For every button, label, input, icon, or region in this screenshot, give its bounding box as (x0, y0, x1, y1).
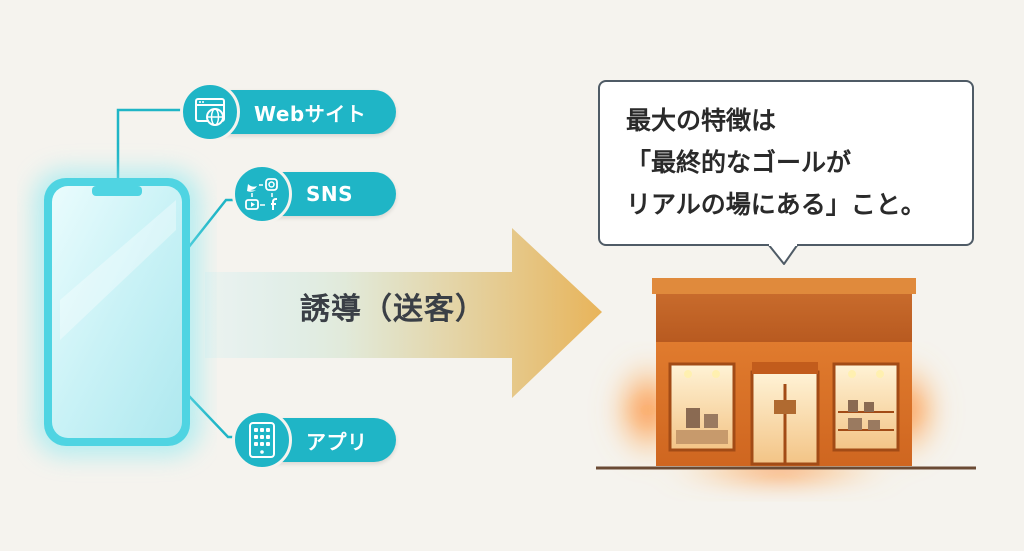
connector-web (116, 108, 190, 178)
callout-tail (767, 243, 799, 265)
storefront (596, 278, 976, 470)
phone-notch (92, 186, 142, 196)
channel-app: アプリ (232, 410, 396, 470)
channel-web-label: Webサイト (254, 101, 367, 126)
callout-line-2: 「最終的なゴールが (626, 148, 852, 177)
callout-line-1: 最大の特徴は (626, 106, 777, 135)
callout-bubble: 最大の特徴は 「最終的なゴールが リアルの場にある」こと。 (598, 80, 974, 246)
store-roof (652, 278, 916, 294)
channel-web: Webサイト (180, 82, 396, 142)
callout-line-3: リアルの場にある」こと。 (626, 190, 926, 219)
flow-arrow (205, 228, 602, 398)
sns-logos-icon (232, 164, 292, 224)
callout-tail-join (769, 242, 797, 246)
channel-app-label: アプリ (306, 429, 368, 454)
app-grid-icon (232, 410, 292, 470)
browser-globe-icon (180, 82, 240, 142)
smartphone (44, 178, 190, 446)
channel-sns: SNS (232, 164, 396, 224)
channel-sns-label: SNS (306, 182, 354, 206)
flow-label: 誘導（送客） (300, 292, 486, 327)
